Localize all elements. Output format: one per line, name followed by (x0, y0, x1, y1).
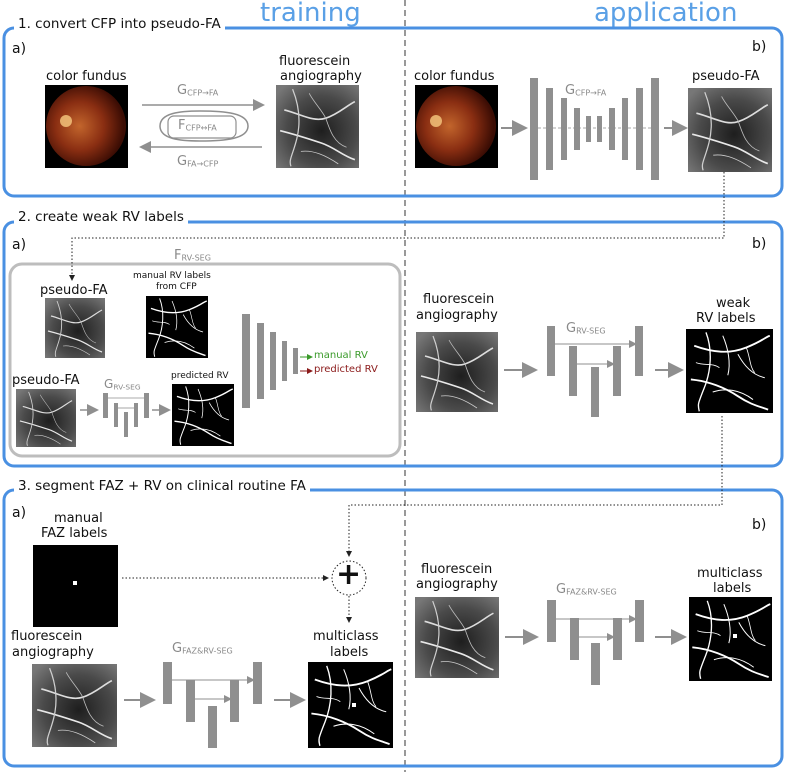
s3-multiclass-label-2: labels (330, 645, 369, 660)
s1-g-forward: GCFP→FA (177, 83, 219, 98)
s2-pseudo-fa-bottom-label: pseudo-FA (12, 373, 80, 388)
s3-fa-label-1: fluorescein (11, 629, 83, 644)
s1-f-cycle: FCFP↔FA (178, 118, 217, 133)
s1-fa-label-2: angiography (280, 69, 362, 84)
s2-predicted-rv-label: predicted RV (171, 371, 229, 381)
s2-legend-manual-rv: manual RV (314, 350, 368, 361)
s2-f-rv-seg: FRV-SEG (174, 248, 211, 263)
s3-generator: GFAZ&RV-SEG (172, 641, 233, 656)
s2-app-generator: GRV-SEG (566, 321, 606, 336)
s3-plus-icon: + (336, 557, 362, 592)
s2-app-fa-label-1: fluorescein (423, 292, 495, 307)
s2-manual-rv-label-2: from CFP (156, 282, 197, 292)
s1-app-generator: GCFP→FA (565, 83, 607, 98)
s3-app-multiclass-label-1: multiclass (697, 566, 763, 581)
section-1-a: a) (12, 41, 27, 57)
s2-g-rv-seg: GRV-SEG (104, 377, 141, 392)
s2-manual-rv-label-1: manual RV labels (133, 271, 211, 281)
header-training: training (260, 0, 361, 28)
section-1-title: 1. convert CFP into pseudo-FA (14, 17, 225, 31)
section-2-a: a) (12, 237, 27, 253)
s3-app-fa-label-1: fluorescein (421, 562, 493, 577)
section-3-title: 3. segment FAZ + RV on clinical routine … (14, 479, 310, 493)
s1-g-backward: GFA→CFP (177, 154, 219, 169)
section-3-b: b) (752, 517, 767, 533)
s3-app-generator: GFAZ&RV-SEG (556, 582, 617, 597)
s3-fa-label-2: angiography (12, 645, 94, 660)
s1-fa-label-1: fluorescein (279, 54, 351, 69)
s3-app-multiclass-label-2: labels (713, 581, 752, 596)
section-1-b: b) (752, 39, 767, 55)
section-2-b: b) (752, 236, 767, 252)
s2-legend-predicted-rv: predicted RV (314, 364, 378, 375)
s3-app-fa-label-2: angiography (416, 577, 498, 592)
header-application: application (594, 0, 738, 28)
s1-app-color-fundus-label: color fundus (414, 69, 495, 84)
s2-pseudo-fa-top-label: pseudo-FA (40, 283, 108, 298)
s1-color-fundus-label: color fundus (46, 69, 127, 84)
s3-manual-faz-label-2: FAZ labels (41, 526, 108, 541)
section-2-title: 2. create weak RV labels (14, 210, 188, 224)
s3-manual-faz-label-1: manual (54, 511, 103, 526)
section-3-a: a) (12, 505, 27, 521)
s3-multiclass-label-1: multiclass (313, 629, 379, 644)
s2-app-fa-label-2: angiography (416, 308, 498, 323)
s1-app-pseudo-fa-label: pseudo-FA (692, 69, 760, 84)
s2-app-out-label-2: RV labels (696, 311, 756, 326)
s2-app-out-label-1: weak (716, 296, 751, 311)
